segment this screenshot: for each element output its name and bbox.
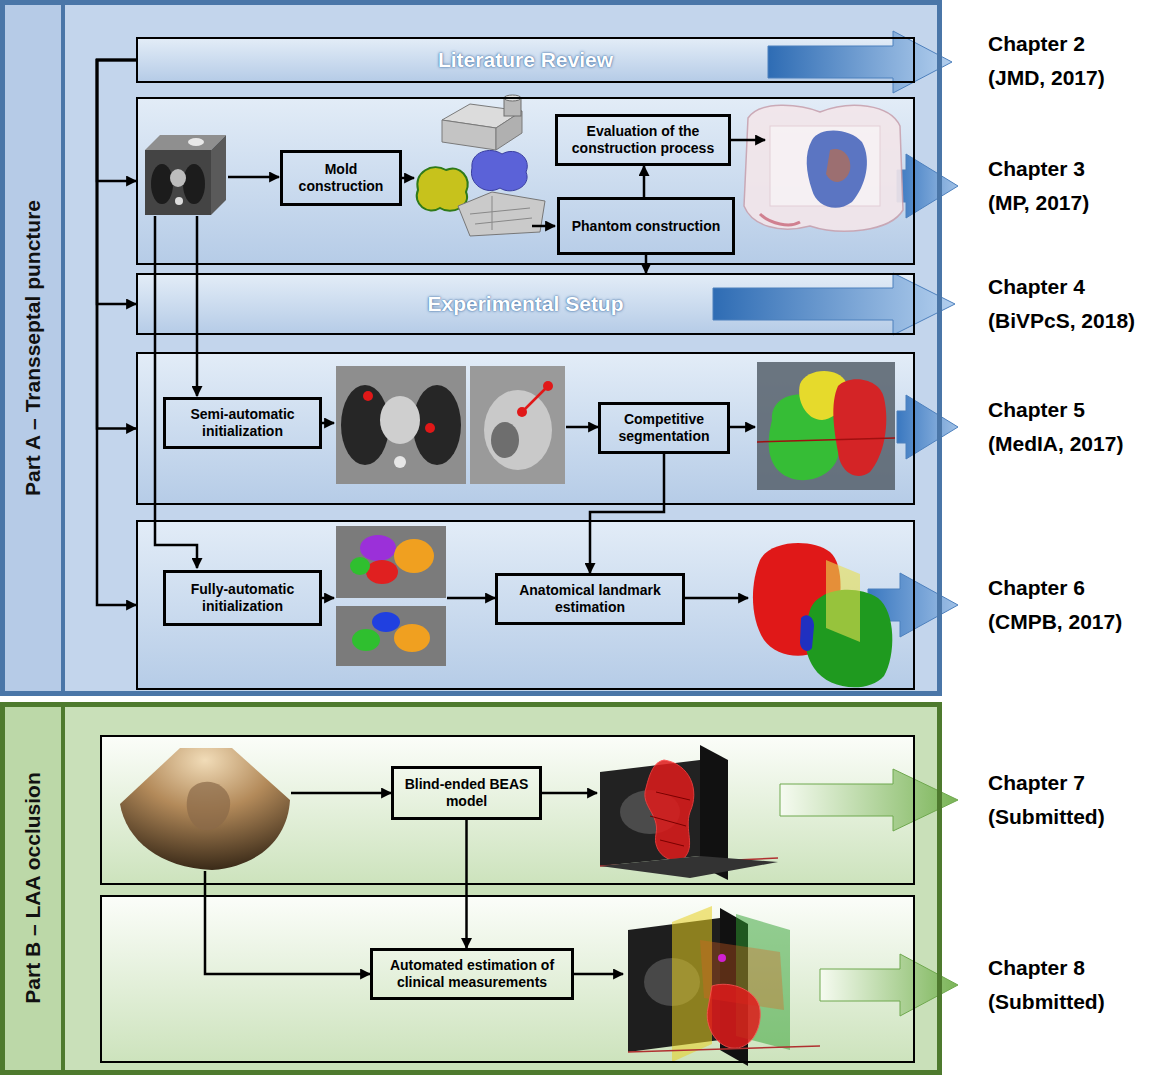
chapter-label: (Submitted) <box>988 800 1153 834</box>
box-label: Fully-automatic initialization <box>172 581 313 615</box>
row-band: Blind-ended BEAS model <box>100 735 915 885</box>
chapter-label: Chapter 4 <box>988 270 1153 304</box>
part-panel: Part B – LAA occlusion Blind-ended BEAS m… <box>0 702 942 1075</box>
process-box: Semi-automatic initialization <box>163 397 322 449</box>
box-label: Anatomical landmark estimation <box>504 582 676 616</box>
process-box: Evaluation of the construction process <box>555 114 731 166</box>
box-label: Semi-automatic initialization <box>172 406 313 440</box>
chapter-label: Chapter 5 <box>988 393 1153 427</box>
heading-holder: Part A – Transseptal puncture <box>18 18 48 678</box>
box-label: Phantom construction <box>572 218 721 235</box>
process-box: Automated estimation of clinical measure… <box>370 948 574 1000</box>
row-band: Mold construction Evaluation of the const… <box>136 97 915 265</box>
box-label: Evaluation of the construction process <box>564 123 722 157</box>
chapter-holder: Chapter 5(MedIA, 2017) <box>988 393 1153 461</box>
process-box: Fully-automatic initialization <box>163 570 322 626</box>
process-box: Anatomical landmark estimation <box>495 573 685 625</box>
chapter-label: (MedIA, 2017) <box>988 427 1153 461</box>
chapter-label: Chapter 6 <box>988 571 1153 605</box>
row-title: Experimental Setup <box>427 292 623 316</box>
panel-heading: Part A – Transseptal puncture <box>21 200 44 496</box>
chapter-label: (CMPB, 2017) <box>988 605 1153 639</box>
box-label: Blind-ended BEAS model <box>400 776 533 810</box>
process-box: Phantom construction <box>557 197 735 255</box>
row-band: Semi-automatic initialization Competitive… <box>136 352 915 505</box>
process-box: Competitive segmentation <box>598 402 730 454</box>
chapter-label: Chapter 7 <box>988 766 1153 800</box>
process-box: Blind-ended BEAS model <box>391 766 542 820</box>
box-label: Mold construction <box>289 161 393 195</box>
chapter-holder: Chapter 3(MP, 2017) <box>988 152 1153 220</box>
chapter-holder: Chapter 8(Submitted) <box>988 951 1153 1019</box>
chapter-holder: Chapter 2(JMD, 2017) <box>988 27 1153 95</box>
chapter-label: Chapter 2 <box>988 27 1153 61</box>
chapter-holder: Chapter 4(BiVPcS, 2018) <box>988 270 1153 338</box>
chapter-label: (MP, 2017) <box>988 186 1153 220</box>
row-band: Automated estimation of clinical measure… <box>100 895 915 1063</box>
row-title: Literature Review <box>438 48 613 72</box>
chapter-holder: Chapter 6(CMPB, 2017) <box>988 571 1153 639</box>
heading-holder: Part B – LAA occlusion <box>18 558 48 1075</box>
row-band: Experimental Setup <box>136 273 915 335</box>
process-box: Mold construction <box>280 150 402 206</box>
box-label: Automated estimation of clinical measure… <box>379 957 565 991</box>
chapter-label: (BiVPcS, 2018) <box>988 304 1153 338</box>
chapter-label: (Submitted) <box>988 985 1153 1019</box>
chapter-label: Chapter 3 <box>988 152 1153 186</box>
chapter-label: (JMD, 2017) <box>988 61 1153 95</box>
chapter-holder: Chapter 7(Submitted) <box>988 766 1153 834</box>
chapter-label: Chapter 8 <box>988 951 1153 985</box>
part-panel: Part A – Transseptal puncture Literature … <box>0 0 942 696</box>
panel-heading: Part B – LAA occlusion <box>21 772 44 1003</box>
row-band: Fully-automatic initialization Anatomical… <box>136 520 915 690</box>
box-label: Competitive segmentation <box>607 411 721 445</box>
row-band: Literature Review <box>136 37 915 83</box>
